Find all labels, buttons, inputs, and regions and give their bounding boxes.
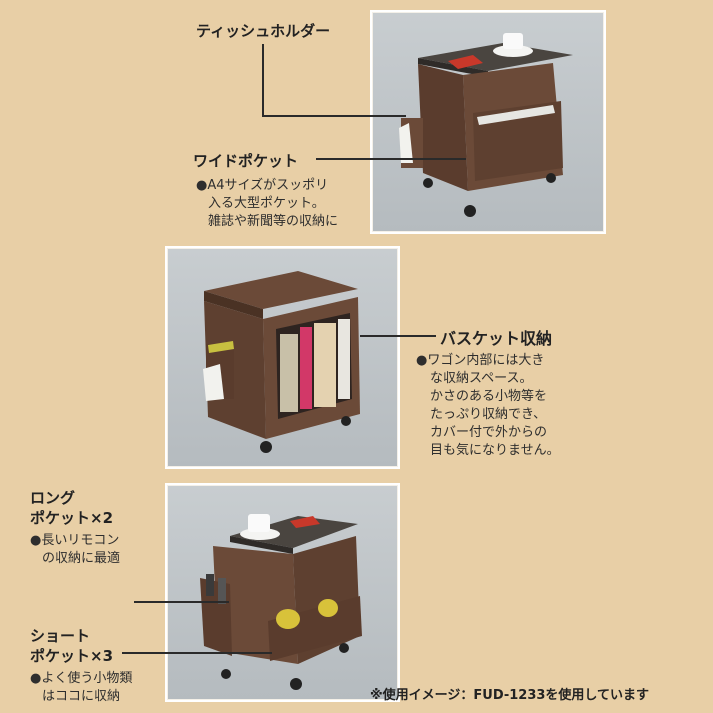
- basket-desc-5: カバー付で外からの: [430, 425, 548, 440]
- wide-pocket-desc-3: 雑誌や新聞等の収納に: [208, 214, 339, 229]
- usage-footnote: ※使用イメージ：FUD-1233を使用しています: [370, 688, 650, 703]
- basket-desc-6: 目も気になりません。: [430, 443, 560, 458]
- basket-title: バスケット収納: [440, 329, 553, 348]
- long-pocket-desc-1: ●長いリモコン: [30, 533, 120, 548]
- long-pocket-title-1: ロング: [30, 489, 76, 507]
- short-pocket-desc-2: はココに収納: [42, 689, 121, 704]
- long-pocket-leader: [134, 601, 229, 603]
- basket-desc-1: ●ワゴン内部には大き: [416, 353, 545, 368]
- wide-pocket-desc-2: 入る大型ポケット。: [208, 196, 325, 211]
- long-pocket-title-2: ポケット×2: [30, 509, 114, 527]
- tissue-holder-leader-horizontal: [262, 115, 406, 117]
- wide-pocket-title: ワイドポケット: [193, 152, 299, 170]
- short-pocket-title-1: ショート: [30, 627, 91, 645]
- wagon-illustration-1: [399, 33, 573, 217]
- photo-wide-pocket: [373, 13, 603, 231]
- tissue-holder-leader-vertical: [262, 44, 264, 116]
- long-pocket-desc-2: の収納に最適: [42, 551, 121, 566]
- basket-desc-4: たっぷり収納でき、: [430, 407, 547, 422]
- wagon-illustration-2: [203, 271, 360, 453]
- short-pocket-desc-1: ●よく使う小物類: [30, 671, 133, 686]
- short-pocket-title-2: ポケット×3: [30, 647, 114, 665]
- basket-desc-3: かさのある小物等を: [430, 389, 548, 404]
- photo-basket: [168, 249, 397, 466]
- wide-pocket-leader: [316, 158, 466, 160]
- photo-pockets: [168, 486, 397, 699]
- tissue-holder-title: ティッシュホルダー: [196, 22, 331, 40]
- basket-leader: [360, 335, 436, 337]
- basket-desc-2: な収納スペース。: [430, 371, 533, 386]
- short-pocket-leader: [122, 652, 272, 654]
- wagon-illustration-3: [200, 514, 362, 690]
- wide-pocket-desc-1: ●A4サイズがスッポリ: [196, 178, 329, 193]
